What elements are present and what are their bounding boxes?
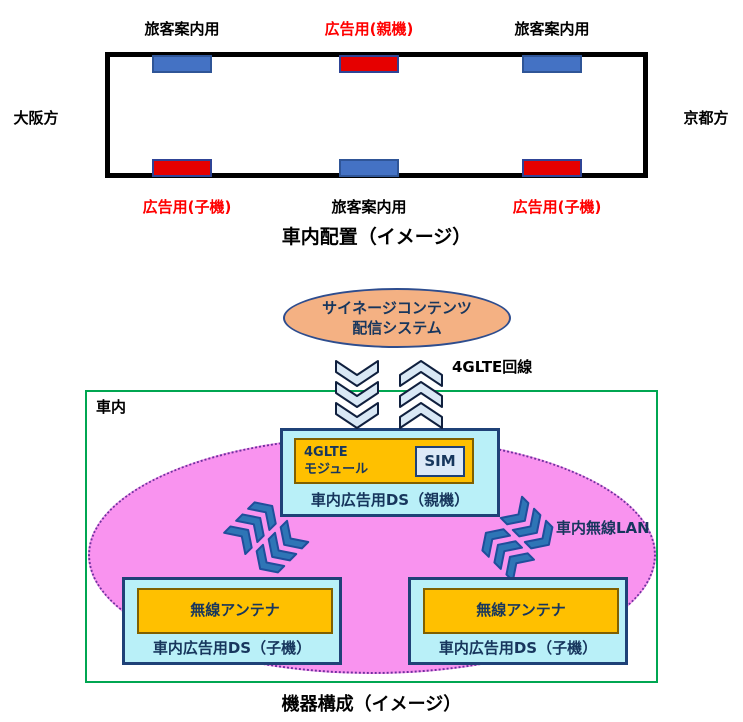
screen-ad-parent-top-center [339,55,399,73]
screen-ad-child-bottom-left [152,159,212,177]
kyoto-side-label: 京都方 [683,109,729,127]
screen-ad-child-bottom-right [522,159,582,177]
in-car-wireless-lan-label: 車内無線LAN [556,519,650,537]
child-right-ds-label: 車内広告用DS（子機） [438,639,598,657]
wireless-antenna-left-box: 無線アンテナ [137,588,333,634]
equipment-configuration-caption: 機器構成（イメージ） [281,694,462,715]
screen-passenger-info-top-right [522,55,582,73]
signage-content-delivery-system: サイネージコンテンツ 配信システム [283,288,511,348]
screen-label-bottom-right: 広告用(子機) [512,198,602,216]
in-car-ad-ds-parent-box: 4GLTE モジュール SIM 車内広告用DS（親機） [280,428,500,517]
screen-passenger-info-top-left [152,55,212,73]
in-car-ad-ds-child-left-box: 無線アンテナ 車内広告用DS（子機） [122,577,342,665]
downlink-chevrons-icon [335,360,379,429]
wireless-link-left-icon [223,501,310,574]
parent-ds-label: 車内広告用DS（親機） [310,491,470,509]
train-layout-caption: 車内配置（イメージ） [281,226,472,248]
screen-label-top-left: 旅客案内用 [144,20,220,38]
4glte-module-line2: モジュール [304,462,369,477]
down-left-chevrons-icon [255,519,310,574]
sim-card-box: SIM [415,446,465,477]
uplink-chevrons-icon [399,360,443,429]
wireless-antenna-right-box: 無線アンテナ [423,588,619,634]
screen-passenger-info-bottom-center [339,159,399,177]
screen-label-bottom-center: 旅客案内用 [331,198,407,216]
screen-label-top-right: 旅客案内用 [514,20,590,38]
osaka-side-label: 大阪方 [13,109,59,127]
4glte-module-line1: 4GLTE [304,445,348,460]
down-right-chevrons-icon [499,495,554,550]
wireless-link-right-icon [481,495,554,582]
up-left-chevrons-icon [481,528,536,582]
cloud-label-line2: 配信システム [352,319,442,337]
screen-label-bottom-left: 広告用(子機) [142,198,232,216]
4glte-link-arrows-icon [335,360,443,429]
in-car-ad-ds-child-right-box: 無線アンテナ 車内広告用DS（子機） [408,577,628,665]
child-left-ds-label: 車内広告用DS（子機） [152,639,312,657]
up-right-chevrons-icon [223,501,277,556]
4glte-module-box: 4GLTE モジュール SIM [294,438,474,484]
4glte-line-label: 4GLTE回線 [452,358,533,376]
in-car-label: 車内 [96,398,127,416]
cloud-label-line1: サイネージコンテンツ [322,299,472,317]
screen-label-top-center: 広告用(親機) [324,20,414,38]
